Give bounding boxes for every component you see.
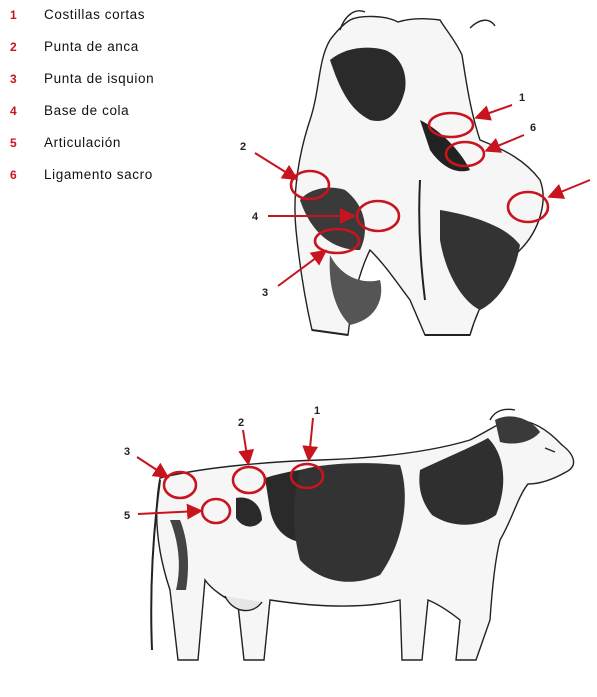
side-callout-5-number: 5 — [124, 510, 130, 522]
side-callout-1-number: 1 — [314, 405, 320, 417]
rear-arrow-2b — [551, 180, 590, 196]
rear-arrow-1 — [478, 105, 512, 117]
side-arrow-2 — [243, 430, 248, 462]
rear-callout-6-number: 6 — [530, 122, 536, 134]
rear-arrow-6 — [488, 135, 524, 150]
rear-callout-1-number: 1 — [519, 92, 525, 104]
rear-arrow-2 — [255, 153, 295, 178]
side-arrow-1 — [309, 418, 313, 458]
side-callout-2-number: 2 — [238, 417, 244, 429]
side-arrow-3 — [137, 457, 166, 476]
side-callout-3-number: 3 — [124, 446, 130, 458]
rear-callout-2-number: 2 — [240, 141, 246, 153]
side-view-cow-illustration — [151, 409, 573, 660]
rear-callout-4-number: 4 — [252, 211, 259, 223]
rear-view-cow-illustration — [295, 11, 543, 335]
rear-callout-3-number: 3 — [262, 287, 268, 299]
